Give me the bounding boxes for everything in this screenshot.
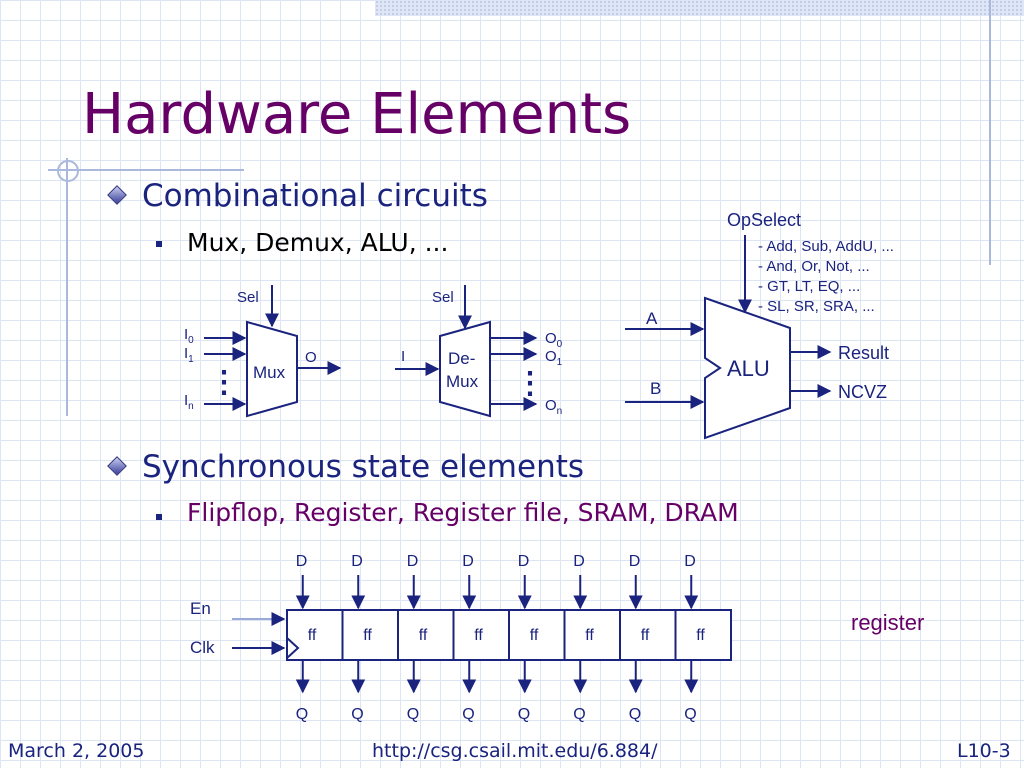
register-ff-cell [452,609,510,661]
register-q-label: Q [351,706,363,723]
mux-sel-label: Sel [237,289,259,306]
register-ff-cell [619,609,677,661]
register-ff-label: ff [530,627,539,644]
register-ff-label: ff [585,627,594,644]
sub-bullet-synchronous: Flipflop, Register, Register file, SRAM,… [187,498,739,527]
register-clk-label: Clk [190,638,215,657]
alu-flags-label: NCVZ [838,382,887,402]
mux-out-label: O [305,349,317,366]
mux-block [204,285,342,418]
alu-op-list-item: - SL, SR, SRA, ... [758,298,875,315]
bullet-square-icon [156,241,162,247]
alu-label: ALU [727,356,770,381]
demux-out0-label: O0 [545,330,563,350]
slide-title: Hardware Elements [82,82,632,147]
register-d-label: D [351,553,363,570]
register-q-label: Q [684,706,696,723]
register-ff-cell [286,609,344,661]
footer-date: March 2, 2005 [8,740,145,762]
register-label: register [851,610,924,635]
register-ff-label: ff [696,627,705,644]
register-en-label: En [190,599,211,618]
bullet-combinational: Combinational circuits [142,178,488,214]
register-d-label: D [407,553,419,570]
register-q-label: Q [407,706,419,723]
register-d-label: D [629,553,641,570]
decor-circle-icon [57,160,79,182]
register-ff-cell [674,609,732,661]
bullet-synchronous: Synchronous state elements [142,449,585,485]
alu-a-label: A [646,309,658,328]
register-ff-label: ff [308,627,317,644]
demux-in-label: I [401,348,405,365]
register-control-lines [232,612,300,659]
register-ff-label: ff [419,627,428,644]
alu-op-list-item: - And, Or, Not, ... [758,258,870,275]
register-d-label: D [462,553,474,570]
mux-label: Mux [253,363,286,382]
alu-b-label: B [650,379,661,398]
decor-vertical-line-right [989,0,991,265]
alu-result-label: Result [838,343,889,363]
register-q-label: Q [629,706,641,723]
header-pattern-band [375,0,1024,16]
alu-op-list-item: - GT, LT, EQ, ... [758,278,860,295]
decor-horizontal-line [48,169,244,171]
alu-block [625,235,832,440]
register-d-label: D [573,553,585,570]
alu-op-list-item: - Add, Sub, AddU, ... [758,238,894,255]
register-q-label: Q [296,706,308,723]
demux-block [395,285,538,418]
decor-vertical-line-left [66,158,68,416]
register-ff-label: ff [474,627,483,644]
register-d-label: D [684,553,696,570]
demux-out1-label: O1 [545,348,563,368]
demux-sel-label: Sel [432,289,454,306]
footer-page-number: L10-3 [957,740,1011,762]
register-ff-label: ff [363,627,372,644]
sub-bullet-combinational: Mux, Demux, ALU, ... [187,228,449,257]
mux-in1-label: I1 [184,345,194,365]
demux-label-line1: De- [448,349,475,368]
register-q-label: Q [518,706,530,723]
alu-opselect-label: OpSelect [727,210,801,230]
mux-in0-label: I0 [184,326,194,346]
demux-outn-label: On [545,397,562,417]
register-ff-label: ff [641,627,650,644]
register-q-label: Q [573,706,585,723]
register-d-label: D [296,553,308,570]
mux-ellipsis: ⋮ [209,366,239,399]
register-ff-cell [397,609,455,661]
bullet-square-icon [156,514,162,520]
footer-url[interactable]: http://csg.csail.mit.edu/6.884/ [372,740,658,762]
register-ff-cell [563,609,621,661]
alu-shape [704,296,791,440]
demux-shape [439,320,491,418]
register-ff-cell [341,609,399,661]
demux-ellipsis: ⋮ [515,367,545,400]
register-block: ff D Qff D Qff D Qff D Qff D Qff D Qff D Qff D Q [286,553,732,723]
register-d-label: D [518,553,530,570]
demux-label-line2: Mux [446,372,479,391]
register-clock-triangle-icon [286,637,300,659]
register-q-label: Q [462,706,474,723]
mux-inn-label: In [184,392,194,412]
mux-shape [246,320,298,418]
